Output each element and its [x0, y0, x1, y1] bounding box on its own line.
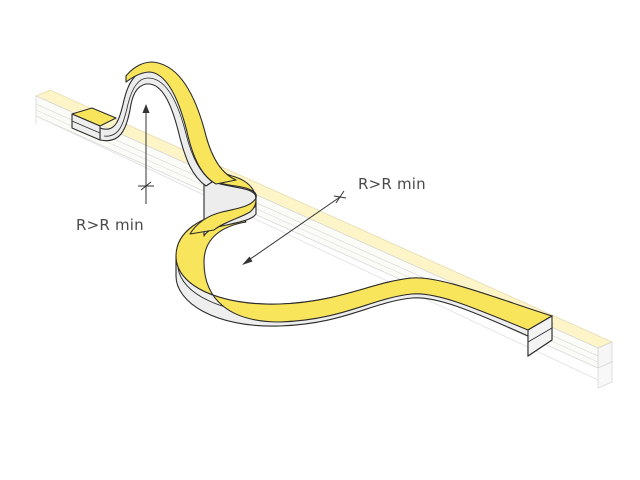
vertical-radius-dimension [138, 104, 154, 204]
strip-start-groove [71, 120, 101, 134]
profile-bottom-line [35, 115, 599, 381]
small-arch-led-face [125, 61, 237, 185]
diagonal-dimension-line [245, 196, 341, 263]
vertical-radius-label: R>R min [76, 216, 144, 234]
diagonal-radius-label: R>R min [358, 175, 426, 193]
vertical-arrow-head [142, 104, 150, 113]
strip-end-face-line [527, 327, 553, 343]
small-arch-groove [103, 77, 213, 183]
vertical-tick-slant [140, 181, 152, 191]
straight-profile [35, 89, 613, 389]
neon-strip [71, 61, 553, 358]
strip-end-face [527, 315, 553, 358]
diagonal-arrow-head [242, 256, 253, 265]
diagonal-radius-dimension [242, 190, 347, 265]
profile-end-cap [597, 361, 613, 389]
diagonal-tick-slant [335, 190, 345, 204]
